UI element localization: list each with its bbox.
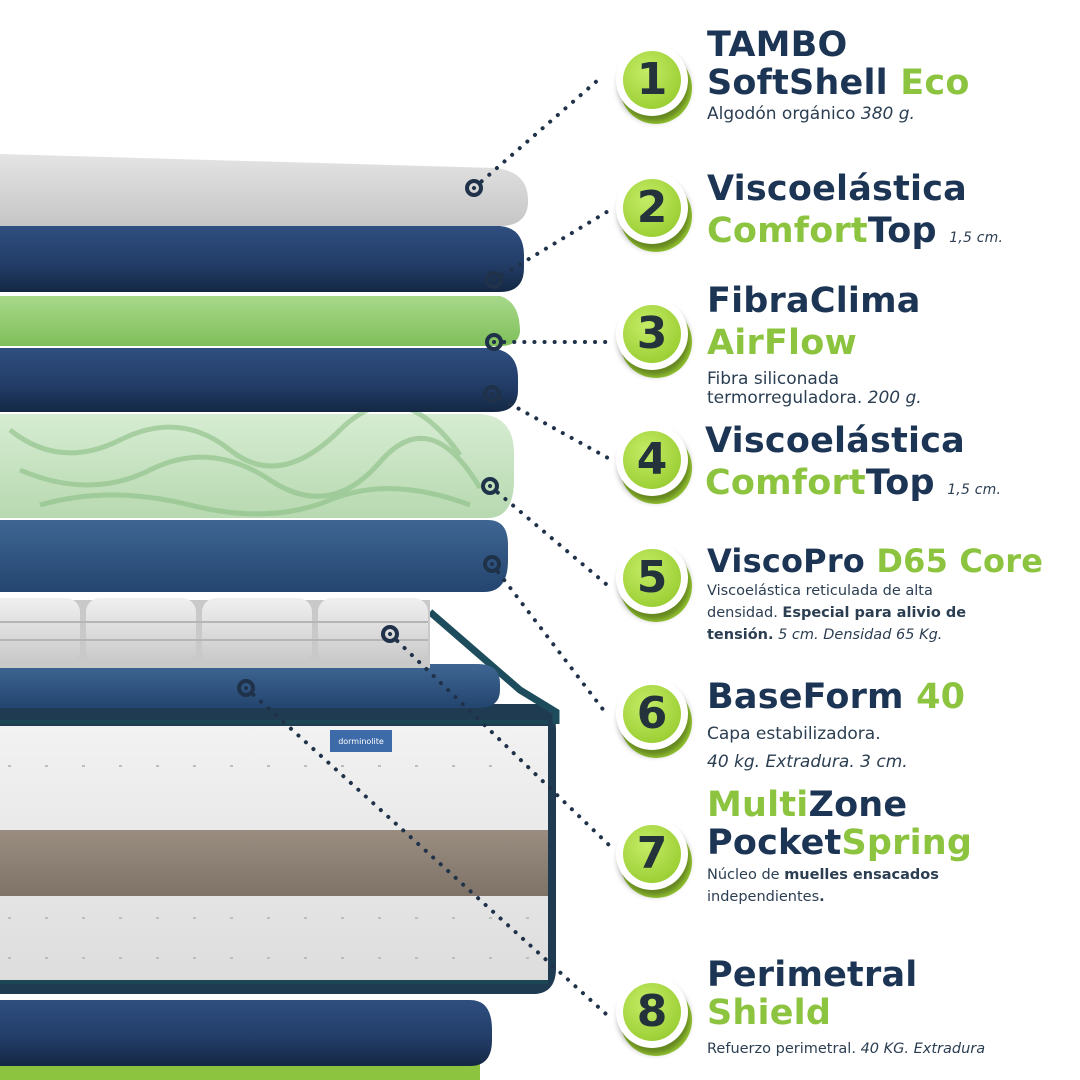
desc-text: Algodón orgánico bbox=[707, 104, 856, 124]
desc-line: Capa estabilizadora. bbox=[707, 724, 881, 744]
desc-bold: Especial para alivio de bbox=[782, 605, 967, 621]
layer-3-label: FibraClima AirFlow Fibra siliconada term… bbox=[707, 282, 922, 408]
desc-line: tensión. 5 cm. Densidad 65 Kg. bbox=[707, 624, 1043, 646]
layer-4-label: Viscoelástica ComfortTop 1,5 cm. bbox=[705, 422, 1001, 509]
layer-title: ComfortTop 1,5 cm. bbox=[705, 464, 1001, 509]
badge-layer-6: 6 bbox=[616, 678, 692, 758]
layer-desc: Refuerzo perimetral. 40 KG. Extradura bbox=[707, 1038, 985, 1060]
badge-number: 1 bbox=[623, 51, 681, 109]
layer-7-label: MultiZone PocketSpring Núcleo de muelles… bbox=[707, 786, 972, 908]
badge-number: 5 bbox=[623, 549, 681, 607]
title-highlight: 40 bbox=[916, 677, 966, 717]
desc-line: termorreguladora. 200 g. bbox=[707, 389, 922, 408]
layer-desc: Capa estabilizadora. 40 kg. Extradura. 3… bbox=[707, 720, 965, 776]
layer-desc: Fibra siliconada termorreguladora. 200 g… bbox=[707, 370, 922, 408]
badge-number: 8 bbox=[623, 983, 681, 1041]
layer-title: Perimetral bbox=[707, 955, 918, 995]
desc-text: Núcleo de bbox=[707, 867, 780, 883]
title-highlight: Multi bbox=[707, 785, 809, 825]
desc-italic: 40 kg. Extradura. 3 cm. bbox=[707, 752, 908, 772]
thickness-note: 1,5 cm. bbox=[949, 230, 1004, 246]
badge-number: 3 bbox=[623, 305, 681, 363]
desc-text: independientes bbox=[707, 889, 820, 905]
layer-6-label: BaseForm 40 Capa estabilizadora. 40 kg. … bbox=[707, 678, 965, 776]
title-part: SoftShell bbox=[707, 63, 888, 103]
brand-tag: dorminolite bbox=[338, 737, 384, 746]
title-highlight: Shield bbox=[707, 993, 832, 1033]
title-part: Top bbox=[865, 463, 935, 503]
desc-bold: . bbox=[819, 889, 825, 905]
desc-italic: 5 cm. Densidad 65 Kg. bbox=[778, 627, 943, 643]
layer-8-label: Perimetral Shield Refuerzo perimetral. 4… bbox=[707, 956, 985, 1060]
desc-line: Núcleo de muelles ensacados bbox=[707, 864, 972, 886]
badge-number: 6 bbox=[623, 685, 681, 743]
desc-italic: 40 KG. Extradura bbox=[860, 1041, 986, 1057]
desc-bold: muelles ensacados bbox=[784, 867, 939, 883]
title-highlight: Comfort bbox=[705, 463, 866, 503]
layer-title: Viscoelástica bbox=[705, 421, 965, 461]
layer-2-label: Viscoelástica ComfortTop 1,5 cm. bbox=[707, 170, 1003, 257]
badge-layer-2: 2 bbox=[616, 172, 692, 252]
desc-text: densidad. bbox=[707, 605, 778, 621]
layer-title: BaseForm 40 bbox=[707, 678, 965, 716]
layer-title: MultiZone bbox=[707, 786, 972, 824]
badge-number: 4 bbox=[623, 431, 681, 489]
desc-line: densidad. Especial para alivio de bbox=[707, 602, 1043, 624]
title-highlight: D65 Core bbox=[876, 542, 1044, 580]
desc-line: Fibra siliconada bbox=[707, 369, 840, 389]
badge-number: 7 bbox=[623, 825, 681, 883]
badge-layer-1: 1 bbox=[616, 44, 692, 124]
title-highlight: Eco bbox=[900, 63, 970, 103]
badge-layer-7: 7 bbox=[616, 818, 692, 898]
layer-title: PocketSpring bbox=[707, 824, 972, 862]
layer-5-label: ViscoPro D65 Core Viscoelástica reticula… bbox=[707, 542, 1043, 646]
desc-line: Viscoelástica reticulada de alta bbox=[707, 583, 933, 599]
layer-title: ViscoPro D65 Core bbox=[707, 542, 1043, 580]
layer-desc: Núcleo de muelles ensacados independient… bbox=[707, 864, 972, 908]
badge-layer-5: 5 bbox=[616, 542, 692, 622]
badge-layer-3: 3 bbox=[616, 298, 692, 378]
layer-title: TAMBO bbox=[707, 25, 848, 65]
desc-bold: tensión. bbox=[707, 627, 774, 643]
title-part: Top bbox=[867, 211, 937, 251]
title-highlight: Spring bbox=[841, 823, 973, 863]
title-part: Zone bbox=[808, 785, 908, 825]
layer-title: FibraClima bbox=[707, 281, 921, 321]
title-highlight: Comfort bbox=[707, 211, 868, 251]
desc-italic: 380 g. bbox=[860, 104, 915, 124]
desc-line: independientes. bbox=[707, 886, 972, 908]
layer-desc: Viscoelástica reticulada de alta densida… bbox=[707, 580, 1043, 646]
title-part: BaseForm bbox=[707, 677, 904, 717]
desc-text: Refuerzo perimetral. bbox=[707, 1041, 856, 1057]
title-part: Pocket bbox=[707, 823, 842, 863]
badge-layer-8: 8 bbox=[616, 976, 692, 1056]
thickness-note: 1,5 cm. bbox=[947, 482, 1002, 498]
layer-1-label: TAMBO SoftShell Eco Algodón orgánico 380… bbox=[707, 26, 970, 125]
layer-title: ComfortTop 1,5 cm. bbox=[707, 212, 1003, 257]
layer-desc: Algodón orgánico 380 g. bbox=[707, 104, 970, 125]
title-part: ViscoPro bbox=[707, 542, 865, 580]
desc-italic: 200 g. bbox=[867, 388, 922, 408]
layer-title: SoftShell Eco bbox=[707, 64, 970, 102]
badge-number: 2 bbox=[623, 179, 681, 237]
badge-layer-4: 4 bbox=[616, 424, 692, 504]
desc-text: termorreguladora. bbox=[707, 388, 863, 408]
title-highlight: AirFlow bbox=[707, 323, 858, 363]
layer-title: Viscoelástica bbox=[707, 169, 967, 209]
